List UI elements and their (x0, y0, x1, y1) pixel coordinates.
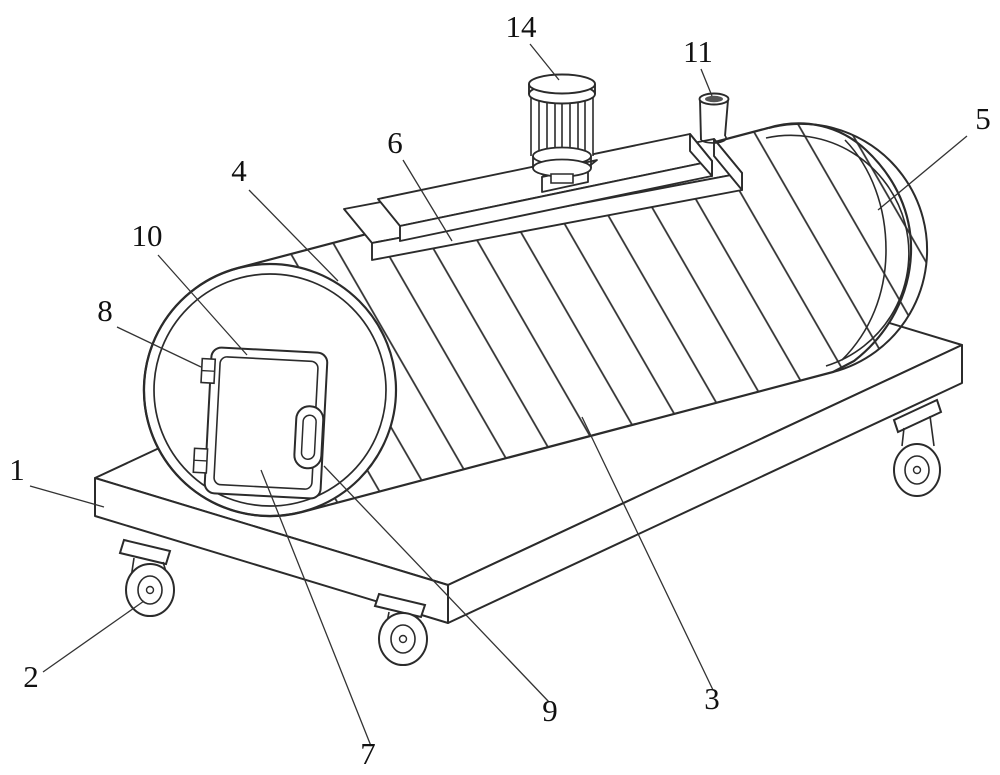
drum-front-rim-outer (142, 262, 398, 518)
drum-rear-rim-inner (765, 134, 910, 367)
leader-line-14 (529, 43, 560, 81)
door-handle (293, 405, 325, 470)
port-opening (705, 95, 723, 103)
leader-line-3 (581, 416, 714, 691)
leader-line-4 (248, 189, 339, 282)
ref-label-8: 8 (97, 293, 113, 328)
door-hinge-bottom (192, 447, 209, 474)
drum-assembly (142, 122, 929, 518)
port-sides (699, 99, 729, 141)
motor-cap-upper (528, 73, 596, 95)
leader-lines (29, 43, 968, 747)
ref-label-10: 10 (132, 218, 163, 253)
caster-wheel-front-left (118, 538, 175, 617)
drum-rear-rim-outer (768, 122, 929, 373)
ref-label-4: 4 (231, 153, 247, 188)
base-right-face (447, 344, 963, 624)
motor-assembly (528, 73, 596, 184)
hinge-pin-line (193, 459, 207, 462)
leader-line-7 (260, 469, 372, 747)
port-body-fill (700, 100, 728, 140)
ref-label-1: 1 (9, 452, 25, 487)
caster-plate (892, 398, 943, 434)
ref-label-3: 3 (704, 681, 720, 716)
caster-plate (373, 592, 427, 619)
leader-line-8 (116, 326, 202, 368)
access-door (192, 346, 329, 500)
wheel-hub (912, 465, 922, 475)
ref-label-5: 5 (975, 101, 991, 136)
hinge-pin-line (201, 369, 215, 372)
leader-line-9 (323, 465, 550, 703)
caster-plate (118, 538, 172, 566)
leader-line-10 (157, 254, 248, 356)
handle-grip (300, 414, 317, 460)
caster-wheel-rear-right (892, 398, 943, 497)
ref-label-2: 2 (23, 659, 39, 694)
motor-neck (550, 173, 574, 184)
caster-wheel-front-center (373, 592, 428, 666)
ref-label-11: 11 (683, 34, 713, 69)
plate-right-face (713, 138, 743, 191)
motor-cap-sides (528, 84, 596, 94)
ref-label-9: 9 (542, 693, 558, 728)
motor-fins (530, 94, 594, 156)
reference-labels: 14 11 5 6 4 10 8 1 2 7 9 3 (9, 9, 991, 771)
leader-line-2 (42, 600, 145, 673)
drum-hatching (238, 123, 928, 512)
wheel-hub (398, 634, 408, 644)
ref-label-6: 6 (387, 125, 403, 160)
wheel-hub (145, 585, 155, 595)
caster-fork (901, 415, 935, 447)
leader-line-6 (402, 159, 453, 242)
door-hinge-top (200, 357, 217, 385)
ref-label-7: 7 (360, 736, 376, 771)
end-cap-edge (841, 139, 887, 361)
leader-line-1 (29, 485, 105, 508)
top-port (698, 92, 730, 144)
plate-right-face (689, 133, 713, 177)
port-bottom-arc (700, 135, 727, 144)
leader-line-5 (877, 135, 968, 211)
drum-front-rim-inner (153, 273, 387, 507)
ref-label-14: 14 (506, 9, 538, 44)
leader-line-11 (700, 68, 713, 97)
